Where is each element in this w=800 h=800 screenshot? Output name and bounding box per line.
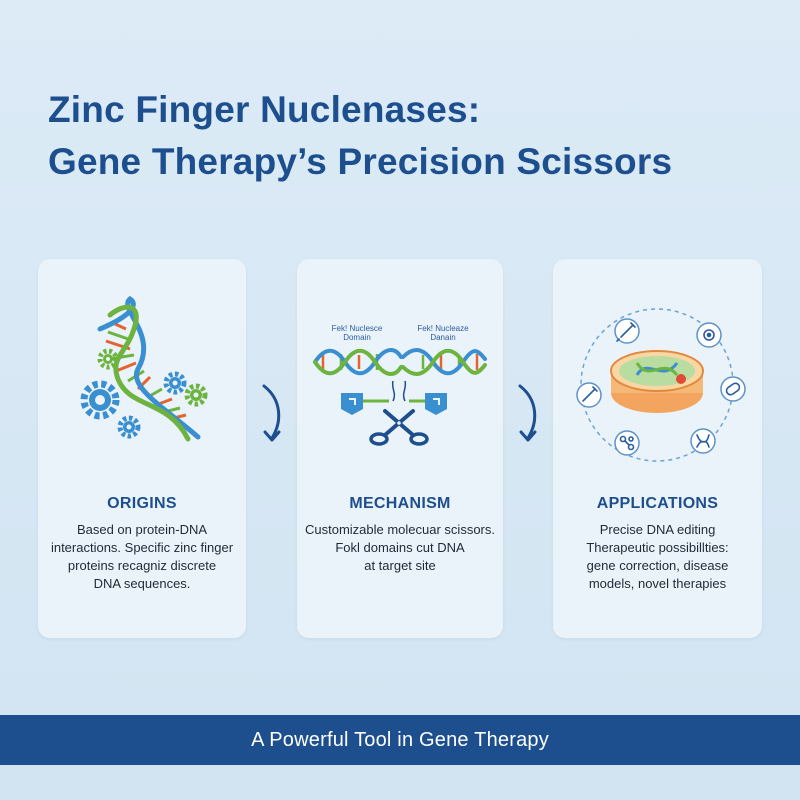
mechanism-illustration: Fek! Nuclesce Domain Fek! Nucleaze Danai…: [313, 324, 487, 446]
mechanism-heading: MECHANISM: [349, 495, 451, 512]
applications-line: Precise DNA editing: [599, 522, 716, 537]
applications-line: models, novel therapies: [588, 576, 727, 591]
origins-card: ORIGINS Based on protein-DNA interaction…: [38, 259, 246, 638]
title-line-1: Zinc Finger Nuclenases:: [48, 89, 481, 130]
petri-dish-icon: [610, 350, 704, 413]
mechanism-line: Customizable molecuar scissors.: [304, 522, 495, 537]
mechanism-description: Customizable molecuar scissors. Fokl dom…: [303, 521, 497, 575]
applications-card: APPLICATIONS Precise DNA editing Therape…: [553, 259, 762, 638]
origins-description: Based on protein-DNA interactions. Speci…: [44, 521, 240, 593]
footer-banner: A Powerful Tool in Gene Therapy: [0, 715, 800, 765]
origins-line: proteins recagniz discrete: [67, 558, 217, 573]
mechanism-line: Fokl domains cut DNA: [335, 540, 465, 555]
page-title: Zinc Finger Nuclenases: Gene Therapy’s P…: [48, 84, 768, 188]
domain-label-left: Fek! Nuclesce: [332, 324, 383, 333]
dna-helix-icon: [313, 348, 487, 376]
origins-illustration: [80, 295, 208, 442]
footer-text: A Powerful Tool in Gene Therapy: [251, 728, 549, 751]
applications-heading: APPLICATIONS: [596, 495, 719, 512]
dna-helix-icon: [97, 295, 201, 442]
origins-line: Based on protein-DNA: [76, 522, 208, 537]
scissors-icon: [369, 409, 429, 446]
zinc-finger-protein-icon: [341, 380, 447, 415]
domain-label-right-sub: Danain: [430, 333, 455, 342]
origins-line: DNA sequences.: [93, 576, 191, 591]
domain-label-left-sub: Domain: [343, 333, 371, 342]
origins-line: interactions. Specific zinc finger: [50, 540, 234, 555]
mechanism-line: at target site: [364, 558, 436, 573]
gear-icon: [80, 348, 208, 439]
pill-icon-badge: [720, 376, 746, 402]
curved-arrow-icon: [262, 384, 281, 442]
domain-label-right: Fek! Nucleaze: [417, 324, 469, 333]
molecule-icon: [619, 435, 635, 451]
applications-illustration: [576, 308, 746, 462]
applications-description: Precise DNA editing Therapeutic possibil…: [559, 521, 756, 593]
applications-line: gene correction, disease: [586, 558, 729, 573]
curved-arrow-icon: [518, 384, 537, 442]
dna-strand-icon: [696, 434, 710, 448]
title-line-2: Gene Therapy’s Precision Scissors: [48, 141, 673, 182]
syringe-icon: [616, 322, 636, 342]
mechanism-card: Fek! Nuclesce Domain Fek! Nucleaze Danai…: [297, 259, 503, 638]
applications-line: Therapeutic possibillties:: [586, 540, 729, 555]
cell-icon: [703, 329, 715, 341]
pill-icon: [725, 382, 741, 396]
syringe-icon: [582, 386, 598, 402]
origins-heading: ORIGINS: [107, 495, 177, 512]
